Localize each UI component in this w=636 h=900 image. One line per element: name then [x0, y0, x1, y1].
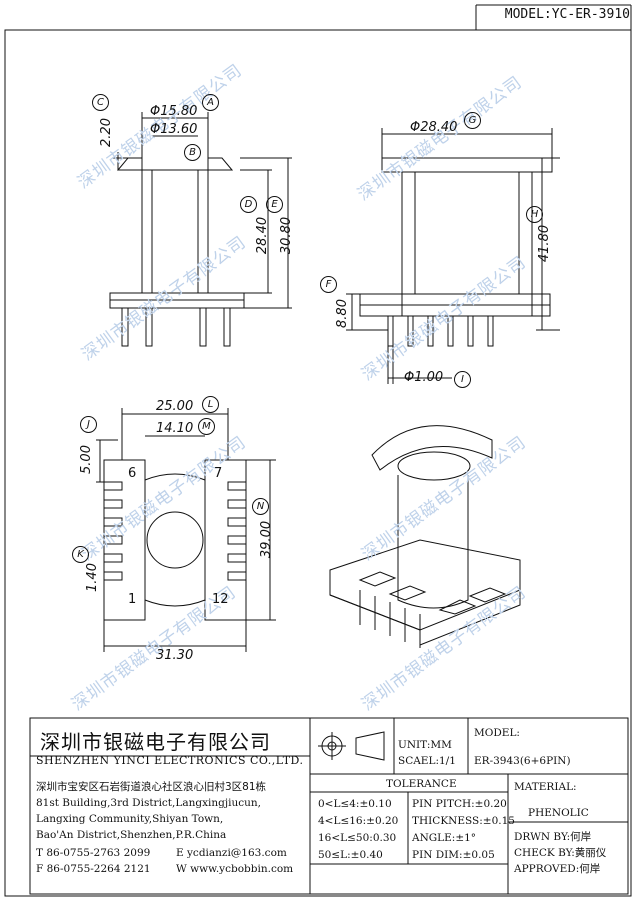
email: E ycdianzi@163.com: [176, 847, 287, 859]
front-view-left: [109, 112, 292, 347]
dim-2-20: 2.20: [98, 118, 114, 147]
approved-by: APPROVED:何岸: [514, 863, 601, 875]
dim-31-30: 31.30: [156, 648, 194, 663]
dim-30-80: 30.80: [279, 216, 295, 255]
dim-25-00: 25.00: [156, 399, 194, 414]
dim-14-10: 14.10: [156, 421, 194, 436]
address-en-line3: Bao'An District,Shenzhen,P.R.China: [36, 829, 227, 841]
tolerance-right-0: PIN PITCH:±0.20: [412, 798, 507, 810]
callout-k: K: [72, 546, 89, 563]
material-value: PHENOLIC: [528, 807, 589, 819]
address-en-line1: 81st Building,3rd District,Langxingjiucu…: [36, 797, 261, 809]
address-en-line2: Langxing Community,Shiyan Town,: [36, 813, 224, 825]
pin-number-1: 1: [128, 592, 137, 607]
dim-41-80: 41.80: [537, 224, 553, 263]
callout-a: A: [202, 94, 219, 111]
callout-c: C: [92, 94, 109, 111]
isometric-view: [329, 425, 521, 648]
callout-f: F: [320, 276, 337, 293]
callout-h: H: [526, 206, 543, 223]
callout-l: L: [202, 396, 219, 413]
tolerance-left-1: 4<L≤16:±0.20: [318, 815, 399, 827]
callout-n: N: [252, 498, 269, 515]
checked-by: CHECK BY:黄丽仪: [514, 847, 607, 859]
tolerance-right-1: THICKNESS:±0.15: [412, 815, 515, 827]
model-header: MODEL:YC-ER-3910: [504, 7, 630, 22]
dim-phi-1-00: Φ1.00: [404, 370, 444, 385]
tolerance-left-2: 16<L≤50:0.30: [318, 832, 397, 844]
callout-j: J: [80, 416, 97, 433]
dim-1-40: 1.40: [84, 563, 100, 592]
dim-8-80: 8.80: [334, 299, 350, 328]
pin-number-6: 6: [128, 466, 137, 481]
callout-d: D: [240, 196, 257, 213]
tel: T 86-0755-2763 2099: [36, 847, 151, 859]
website: W www.ycbobbin.com: [176, 863, 294, 875]
scale: SCAEL:1/1: [398, 755, 456, 767]
bottom-view-left: [96, 408, 276, 652]
drawn-by: DRWN BY:何岸: [514, 831, 592, 843]
callout-m: M: [198, 418, 215, 435]
dim-39-00: 39.00: [259, 520, 275, 559]
callout-b: B: [184, 144, 201, 161]
tolerance-right-2: ANGLE:±1°: [412, 832, 477, 844]
callout-i: I: [454, 371, 471, 388]
dim-phi-13-60: Φ13.60: [150, 122, 198, 137]
callout-e: E: [266, 196, 283, 213]
side-view-right: [346, 128, 560, 384]
pin-number-12: 12: [212, 592, 229, 607]
drawing-frame: [4, 29, 632, 897]
tolerance-header: TOLERANCE: [386, 778, 457, 790]
tolerance-right-3: PIN DIM:±0.05: [412, 849, 495, 861]
address-cn: 深圳市宝安区石岩街道浪心社区浪心旧村3区81栋: [36, 781, 267, 793]
company-name-cn: 深圳市银磁电子有限公司: [40, 730, 271, 754]
model-header-label: MODEL:: [474, 727, 520, 739]
pin-number-7: 7: [214, 466, 223, 481]
company-name-en: SHENZHEN YINCI ELECTRONICS CO.,LTD.: [36, 754, 304, 767]
dim-phi-28-40: Φ28.40: [410, 120, 458, 135]
model-value: ER-3943(6+6PIN): [474, 755, 571, 767]
tolerance-left-0: 0<L≤4:±0.10: [318, 798, 392, 810]
dim-28-40: 28.40: [255, 216, 271, 255]
callout-g: G: [464, 112, 481, 129]
title-block-lines: [29, 717, 629, 895]
unit: UNIT:MM: [398, 739, 452, 751]
dim-5-00: 5.00: [78, 445, 94, 474]
fax: F 86-0755-2264 2121: [36, 863, 151, 875]
tolerance-left-3: 50≤L:±0.40: [318, 849, 383, 861]
dim-phi-15-80: Φ15.80: [150, 104, 198, 119]
material-header: MATERIAL:: [514, 781, 577, 793]
